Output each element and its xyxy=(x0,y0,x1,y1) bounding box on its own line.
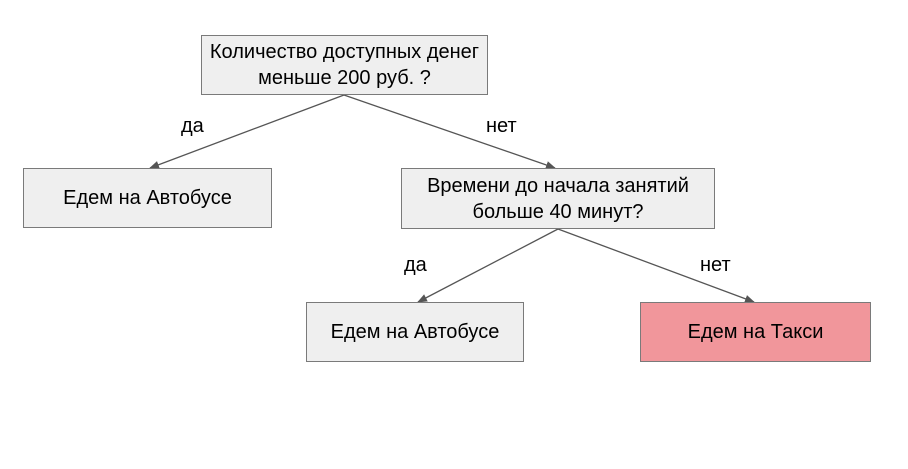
left-leaf-node: Едем на Автобусе xyxy=(23,168,272,228)
second-question-text: Времени до начала занятий больше 40 мину… xyxy=(427,174,689,223)
left-leaf-text: Едем на Автобусе xyxy=(63,187,232,209)
edge-label-root-yes: да xyxy=(181,115,204,137)
bottom-right-leaf-node: Едем на Такси xyxy=(640,302,871,362)
edge-root-to-second-question xyxy=(343,94,556,169)
root-question-node: Количество доступных денег меньше 200 ру… xyxy=(201,35,488,95)
root-question-text: Количество доступных денег меньше 200 ру… xyxy=(209,41,480,89)
second-question-node: Времени до начала занятий больше 40 мину… xyxy=(401,168,715,229)
bottom-right-leaf-text: Едем на Такси xyxy=(687,321,824,343)
edge-label-root-no: нет xyxy=(486,115,517,137)
edge-label-second-no: нет xyxy=(700,254,731,276)
bottom-left-leaf-text: Едем на Автобусе xyxy=(330,321,500,343)
edge-second-question-to-bottom-left-leaf xyxy=(417,228,559,303)
bottom-left-leaf-node: Едем на Автобусе xyxy=(306,302,524,362)
edge-label-second-yes: да xyxy=(404,254,427,276)
edge-second-question-to-bottom-right-leaf xyxy=(557,228,755,303)
edge-root-to-left-leaf xyxy=(149,94,345,169)
